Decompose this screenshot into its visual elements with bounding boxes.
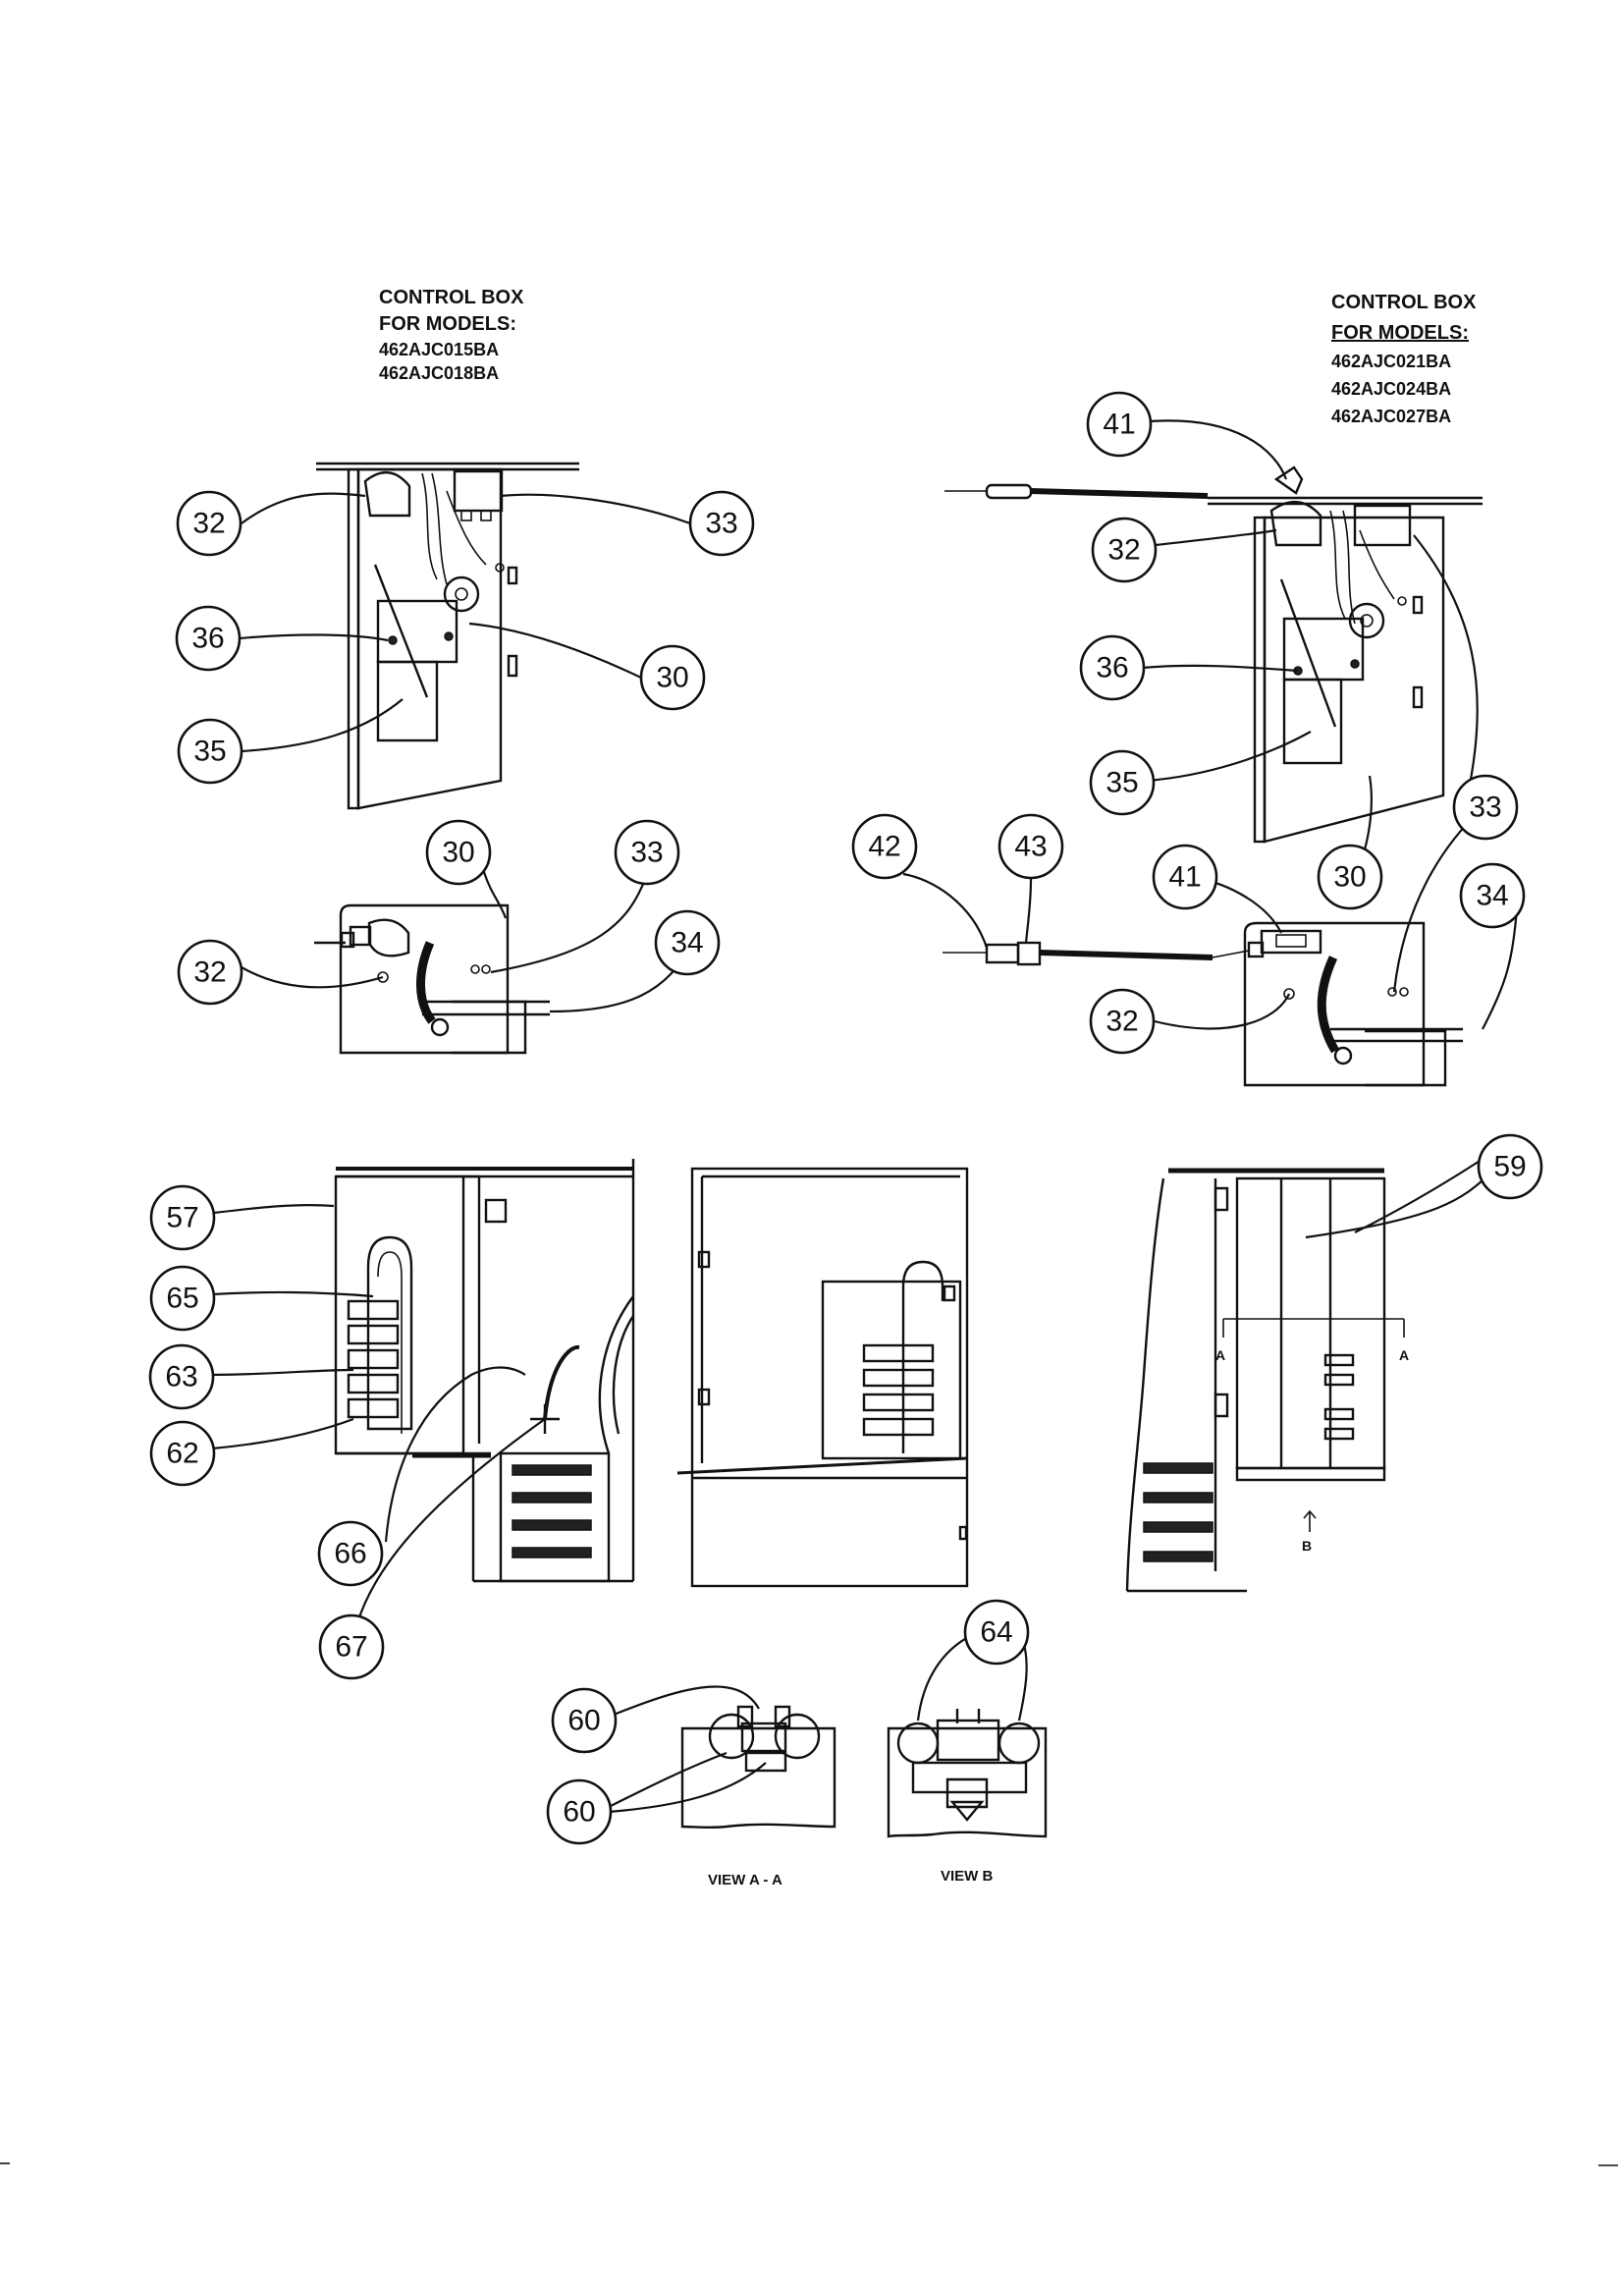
- right-model-1: 462AJC021BA: [1331, 352, 1452, 371]
- callout-41-right-lower: 41: [1152, 844, 1218, 910]
- callout-30-left-top: 30: [639, 644, 706, 711]
- section-mark-b: B: [1302, 1538, 1313, 1554]
- callout-60-bottom: 60: [546, 1778, 613, 1845]
- callout-32-right-lower: 32: [1089, 988, 1156, 1055]
- view-aa-caption: VIEW A - A: [708, 1872, 782, 1888]
- callout-66: 66: [317, 1520, 384, 1587]
- callout-43: 43: [998, 813, 1064, 880]
- svg-text:33: 33: [630, 837, 663, 869]
- view-b-caption: VIEW B: [941, 1868, 994, 1885]
- svg-text:42: 42: [868, 831, 900, 863]
- svg-text:33: 33: [1469, 792, 1501, 824]
- unit-side-view-center: [676, 1167, 969, 1588]
- left-model-1: 462AJC015BA: [379, 340, 500, 359]
- svg-text:32: 32: [1107, 534, 1140, 567]
- callout-33-right: 33: [1452, 774, 1519, 841]
- left-control-box-drawing: [316, 462, 579, 810]
- svg-text:30: 30: [656, 662, 688, 694]
- callout-64: 64: [963, 1599, 1030, 1666]
- right-model-2: 462AJC024BA: [1331, 378, 1452, 399]
- svg-text:60: 60: [563, 1796, 595, 1829]
- svg-text:65: 65: [166, 1283, 198, 1315]
- callout-34-left: 34: [654, 909, 721, 976]
- svg-text:35: 35: [1106, 767, 1138, 799]
- unit-side-view-left: [334, 1159, 635, 1583]
- view-b-drawing: [887, 1709, 1048, 1838]
- svg-text:36: 36: [1096, 652, 1128, 684]
- svg-text:67: 67: [335, 1631, 367, 1664]
- left-control-box-lower-view: [314, 903, 550, 1055]
- left-model-2: 462AJC018BA: [379, 363, 500, 384]
- svg-text:41: 41: [1168, 861, 1201, 894]
- callout-30-left-lower: 30: [425, 819, 492, 886]
- svg-text:32: 32: [192, 508, 225, 540]
- leader-lines: [210, 419, 1519, 1814]
- svg-text:41: 41: [1103, 409, 1135, 441]
- callout-35-left: 35: [177, 718, 243, 785]
- callout-bubbles: 32 33 36 30 35 30 33 32 34 41 32 36 35 3…: [148, 391, 1543, 1845]
- callout-60-top: 60: [551, 1687, 618, 1754]
- svg-text:57: 57: [166, 1202, 198, 1234]
- right-control-box-label: CONTROL BOX FOR MODELS: 462AJC021BA 462A…: [1331, 288, 1476, 431]
- callout-67: 67: [318, 1613, 385, 1680]
- svg-text:59: 59: [1493, 1151, 1526, 1183]
- callout-62: 62: [149, 1420, 216, 1487]
- callout-35-right: 35: [1089, 749, 1156, 816]
- callout-32-right-top: 32: [1091, 517, 1158, 583]
- svg-text:32: 32: [193, 957, 226, 989]
- callout-65: 65: [149, 1265, 216, 1332]
- svg-text:32: 32: [1106, 1006, 1138, 1038]
- right-control-box-lower-view: [943, 921, 1463, 1087]
- callout-41-right-top: 41: [1086, 391, 1153, 458]
- svg-text:30: 30: [1333, 861, 1366, 894]
- svg-text:35: 35: [193, 736, 226, 768]
- svg-text:33: 33: [705, 508, 737, 540]
- callout-63: 63: [148, 1343, 215, 1410]
- right-models-label: FOR MODELS:: [1331, 322, 1469, 344]
- right-model-3: 462AJC027BA: [1331, 406, 1452, 426]
- right-control-box-drawing: [944, 465, 1483, 844]
- callout-34-right: 34: [1459, 862, 1526, 929]
- left-models-label: FOR MODELS:: [379, 313, 516, 335]
- svg-text:63: 63: [165, 1361, 197, 1394]
- callout-57: 57: [149, 1184, 216, 1251]
- svg-text:62: 62: [166, 1438, 198, 1470]
- view-aa-drawing: [680, 1705, 836, 1830]
- svg-text:60: 60: [567, 1705, 600, 1737]
- callout-32-left-lower: 32: [177, 939, 243, 1006]
- callout-36-left: 36: [175, 605, 242, 672]
- svg-text:43: 43: [1014, 831, 1047, 863]
- unit-side-view-right: [1125, 1168, 1405, 1593]
- callout-33-left-top: 33: [688, 490, 755, 557]
- callout-59: 59: [1477, 1133, 1543, 1200]
- svg-text:66: 66: [334, 1538, 366, 1570]
- svg-text:34: 34: [1476, 880, 1508, 912]
- section-mark-a-right: A: [1399, 1347, 1410, 1363]
- left-control-box-label: CONTROL BOX FOR MODELS: 462AJC015BA 462A…: [379, 285, 523, 386]
- callout-30-right: 30: [1317, 844, 1383, 910]
- section-mark-a-left: A: [1215, 1347, 1226, 1363]
- svg-text:34: 34: [671, 927, 703, 959]
- callout-42: 42: [851, 813, 918, 880]
- callout-33-left-lower: 33: [614, 819, 680, 886]
- svg-text:36: 36: [191, 623, 224, 655]
- right-title: CONTROL BOX: [1331, 292, 1477, 313]
- left-title: CONTROL BOX: [379, 287, 524, 308]
- callout-32-left-top: 32: [176, 490, 243, 557]
- svg-text:30: 30: [442, 837, 474, 869]
- callout-36-right: 36: [1079, 634, 1146, 701]
- svg-text:64: 64: [980, 1616, 1012, 1649]
